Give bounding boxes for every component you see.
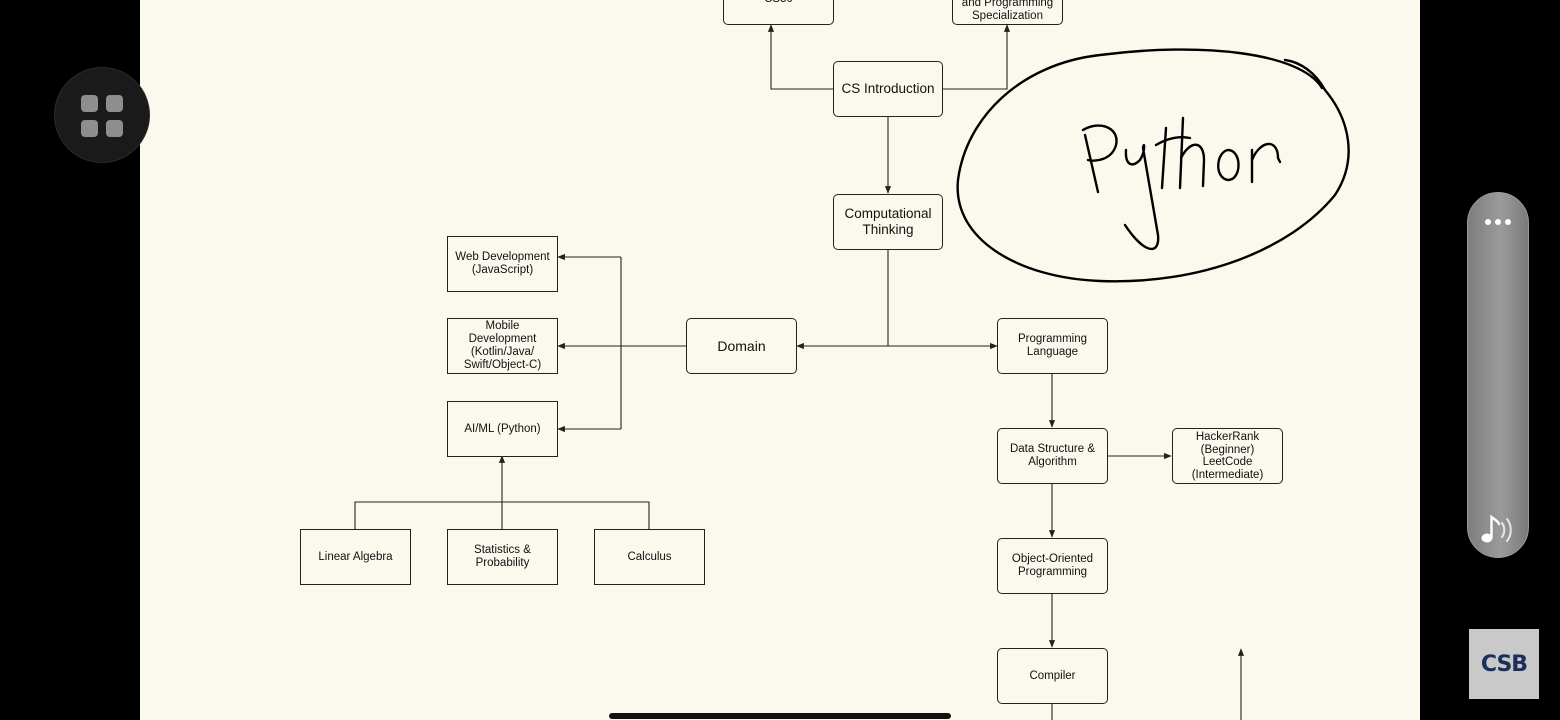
diagram-canvas[interactable]: CS50 and Programming Specialization CS I… bbox=[140, 0, 1420, 720]
csb-logo: CSB bbox=[1469, 629, 1539, 699]
side-toolbar[interactable] bbox=[1467, 192, 1529, 558]
edge-csintro-cs50 bbox=[767, 24, 833, 90]
hand-letter-n bbox=[1250, 142, 1282, 184]
home-indicator[interactable] bbox=[609, 713, 951, 719]
node-data-structure-algorithm: Data Structure & Algorithm bbox=[997, 428, 1108, 484]
handwritten-python-annotation bbox=[956, 48, 1350, 283]
node-linear-algebra: Linear Algebra bbox=[300, 529, 411, 585]
node-hackerrank-leetcode: HackerRank (Beginner) LeetCode (Intermed… bbox=[1172, 428, 1283, 484]
node-calculus: Calculus bbox=[594, 529, 705, 585]
hand-letter-h bbox=[1178, 116, 1206, 190]
hand-letter-y bbox=[1123, 143, 1160, 251]
node-computational-thinking: Computational Thinking bbox=[833, 194, 943, 250]
node-object-oriented-programming: Object-Oriented Programming bbox=[997, 538, 1108, 594]
node-compiler: Compiler bbox=[997, 648, 1108, 704]
node-web-development: Web Development (JavaScript) bbox=[447, 236, 558, 292]
node-cs50: CS50 bbox=[723, 0, 834, 25]
node-statistics-probability: Statistics & Probability bbox=[447, 529, 558, 585]
node-specialization: and Programming Specialization bbox=[952, 0, 1063, 25]
logo-text: CSB bbox=[1480, 651, 1528, 677]
hand-letter-o bbox=[1217, 148, 1240, 182]
node-domain: Domain bbox=[686, 318, 797, 374]
audio-icon[interactable] bbox=[1480, 513, 1518, 545]
apps-button[interactable] bbox=[54, 67, 150, 163]
node-mobile-development: Mobile Development (Kotlin/Java/ Swift/O… bbox=[447, 318, 558, 374]
hand-letter-p bbox=[1081, 124, 1118, 194]
diagram-connectors bbox=[354, 24, 1350, 720]
node-ai-ml: AI/ML (Python) bbox=[447, 401, 558, 457]
edge-csintro-spec bbox=[942, 24, 1011, 90]
hand-letter-t bbox=[1154, 126, 1192, 190]
node-cs-introduction: CS Introduction bbox=[833, 61, 943, 117]
node-programming-language: Programming Language bbox=[997, 318, 1108, 374]
hand-drawn-ellipse bbox=[956, 48, 1350, 283]
more-dots-icon[interactable] bbox=[1468, 211, 1528, 233]
